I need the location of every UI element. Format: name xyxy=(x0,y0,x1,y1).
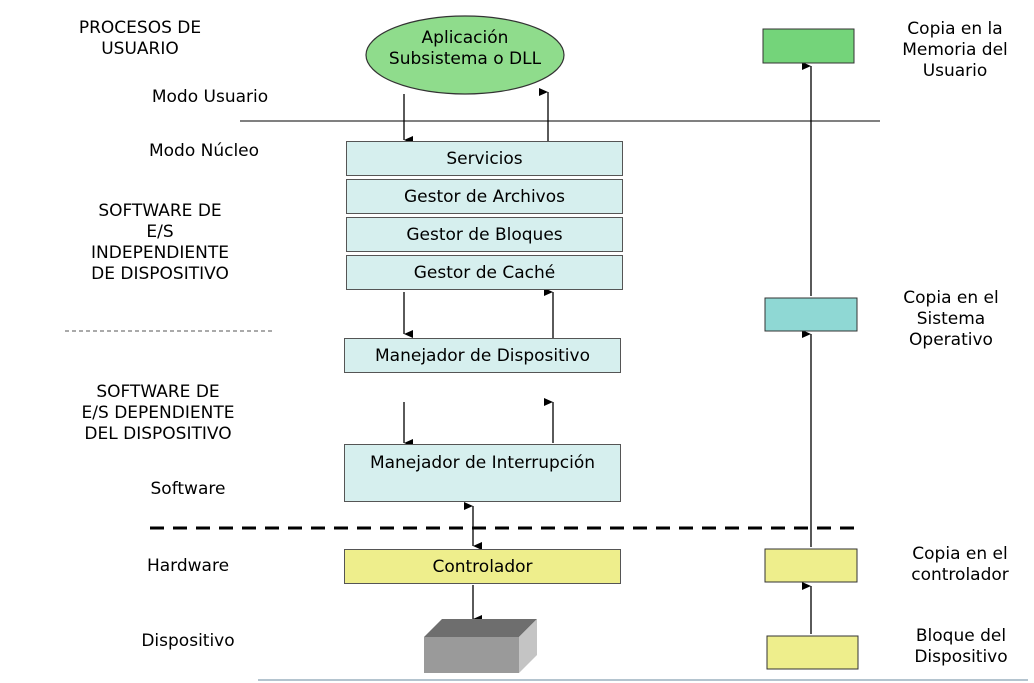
os-copy-line3: Operativo xyxy=(909,330,993,350)
independent-io-line2: E/S xyxy=(146,222,174,242)
independent-io-line4: DE DISPOSITIVO xyxy=(91,264,229,284)
device-block-line2: Dispositivo xyxy=(914,647,1008,667)
application-ellipse xyxy=(365,15,565,95)
application-line2: Subsistema o DLL xyxy=(388,49,542,69)
os-copy-line2: Sistema xyxy=(916,309,986,329)
user-processes-line1: PROCESOS DE xyxy=(78,18,202,38)
controller-copy-box xyxy=(764,548,858,583)
device-block-line1: Bloque del xyxy=(915,626,1007,646)
user-memory-copy-line3: Usuario xyxy=(922,61,988,81)
controller-copy-line1: Copia en el xyxy=(912,544,1008,564)
controller-copy-label: Copia en el controlador xyxy=(885,544,1034,586)
block-manager-box: Gestor de Bloques xyxy=(346,217,623,252)
kernel-mode-label: Modo Núcleo xyxy=(148,141,260,161)
user-memory-copy-line1: Copia en la xyxy=(907,19,1003,39)
device-label: Dispositivo xyxy=(141,631,235,651)
dependent-io-software-label: SOFTWARE DE E/S DEPENDIENTE DEL DISPOSIT… xyxy=(58,382,258,445)
dependent-io-line1: SOFTWARE DE xyxy=(96,382,220,402)
device-block-label: Bloque del Dispositivo xyxy=(891,626,1031,668)
device-driver-box: Manejador de Dispositivo xyxy=(344,338,621,373)
device-3d-block xyxy=(424,619,537,673)
os-copy-box xyxy=(764,297,858,332)
user-memory-copy-label: Copia en la Memoria del Usuario xyxy=(880,19,1030,82)
independent-io-line3: INDEPENDIENTE xyxy=(91,243,229,263)
hardware-label: Hardware xyxy=(146,556,230,576)
file-manager-box: Gestor de Archivos xyxy=(346,179,623,214)
os-copy-label: Copia en el Sistema Operativo xyxy=(876,288,1026,351)
controller-box: Controlador xyxy=(344,549,621,584)
controller-copy-line2: controlador xyxy=(911,565,1009,585)
user-processes-line2: USUARIO xyxy=(101,39,179,59)
user-processes-label: PROCESOS DE USUARIO xyxy=(60,18,220,60)
software-label: Software xyxy=(150,479,226,499)
os-copy-line1: Copia en el xyxy=(903,288,999,308)
user-memory-copy-box xyxy=(762,28,855,64)
user-mode-label: Modo Usuario xyxy=(151,87,269,107)
interrupt-handler-box: Manejador de Interrupción xyxy=(344,444,621,502)
independent-io-line1: SOFTWARE DE xyxy=(98,201,222,221)
application-line1: Aplicación xyxy=(421,28,509,48)
dependent-io-line2: E/S DEPENDIENTE xyxy=(81,403,235,423)
application-text: Aplicación Subsistema o DLL xyxy=(366,28,564,70)
dependent-io-line3: DEL DISPOSITIVO xyxy=(84,424,232,444)
independent-io-software-label: SOFTWARE DE E/S INDEPENDIENTE DE DISPOSI… xyxy=(60,201,260,285)
cache-manager-box: Gestor de Caché xyxy=(346,255,623,290)
user-memory-copy-line2: Memoria del xyxy=(902,40,1008,60)
device-block-box xyxy=(766,635,859,670)
services-box: Servicios xyxy=(346,141,623,176)
